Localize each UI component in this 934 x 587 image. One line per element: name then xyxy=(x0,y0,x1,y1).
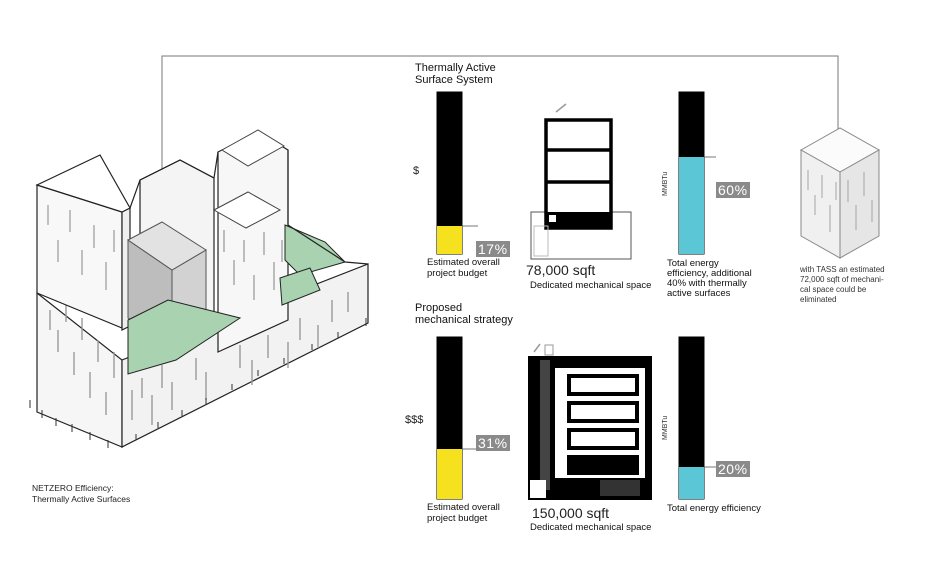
right-tower-mid xyxy=(212,191,282,229)
tass-cost-caption-line2: project budget xyxy=(427,268,488,279)
cube-caption-line3: cal space could be xyxy=(800,285,867,294)
cube-caption-line1: with TASS an estimated xyxy=(800,265,885,274)
green-roof-right xyxy=(284,224,346,276)
proposed-energy-unit: MMBTu xyxy=(662,415,669,440)
tass-cost-percent: 17% xyxy=(476,241,510,258)
tass-energy-caption-line3: 40% with thermally xyxy=(667,278,747,289)
proposed-cost-caption-line1: Estimated overall xyxy=(427,502,500,513)
tass-mech-section xyxy=(530,103,632,260)
proposed-cost-symbol: $$$ xyxy=(405,414,424,426)
gray-block-top xyxy=(127,221,207,271)
tass-cost-bar-yellow xyxy=(437,226,462,254)
proposed-cost-caption-line2: project budget xyxy=(427,513,488,524)
cube-caption-line4: eliminated xyxy=(800,295,837,304)
tass-energy-bar-cyan xyxy=(679,157,704,254)
legend-line1: NETZERO Efficiency: xyxy=(32,483,114,493)
proposed-cost-bar-yellow xyxy=(437,449,462,499)
connector-line xyxy=(161,55,839,172)
tass-energy-caption-line4: active surfaces xyxy=(667,288,731,299)
proposed-mech-area: 150,000 sqft xyxy=(532,505,610,521)
tass-mech-caption: Dedicated mechanical space xyxy=(530,280,652,291)
proposed-energy-percent: 20% xyxy=(716,461,750,478)
tass-energy-unit: MMBTu xyxy=(662,171,669,196)
proposed-title-line1: Proposed xyxy=(415,302,463,314)
proposed-mech-section xyxy=(528,343,652,500)
proposed-title-line2: mechanical strategy xyxy=(415,314,513,326)
cube-caption-line2: 72,000 sqft of mechani- xyxy=(800,275,884,284)
tass-cost-caption-line1: Estimated overall xyxy=(427,257,500,268)
proposed-energy-bar-cyan xyxy=(679,467,704,499)
tass-energy-caption-line1: Total energy xyxy=(667,258,719,269)
proposed-cost-percent: 31% xyxy=(476,435,510,452)
tass-energy-caption-line2: efficiency, additional xyxy=(667,268,752,279)
tass-title-line1: Thermally Active xyxy=(415,62,496,74)
eliminated-space-cube xyxy=(799,127,881,259)
tass-cost-symbol: $ xyxy=(413,165,420,177)
legend-line2: Thermally Active Surfaces xyxy=(32,494,131,504)
tass-energy-percent: 60% xyxy=(716,182,750,199)
proposed-energy-caption: Total energy efficiency xyxy=(667,503,761,514)
tass-mech-area: 78,000 sqft xyxy=(526,262,596,278)
green-roof-center xyxy=(127,299,242,375)
right-tower-top xyxy=(221,129,285,167)
building-axonometric xyxy=(29,129,369,448)
green-roof-lower-right xyxy=(279,267,321,306)
tass-title-line2: Surface System xyxy=(415,74,493,86)
proposed-mech-caption: Dedicated mechanical space xyxy=(530,522,652,533)
